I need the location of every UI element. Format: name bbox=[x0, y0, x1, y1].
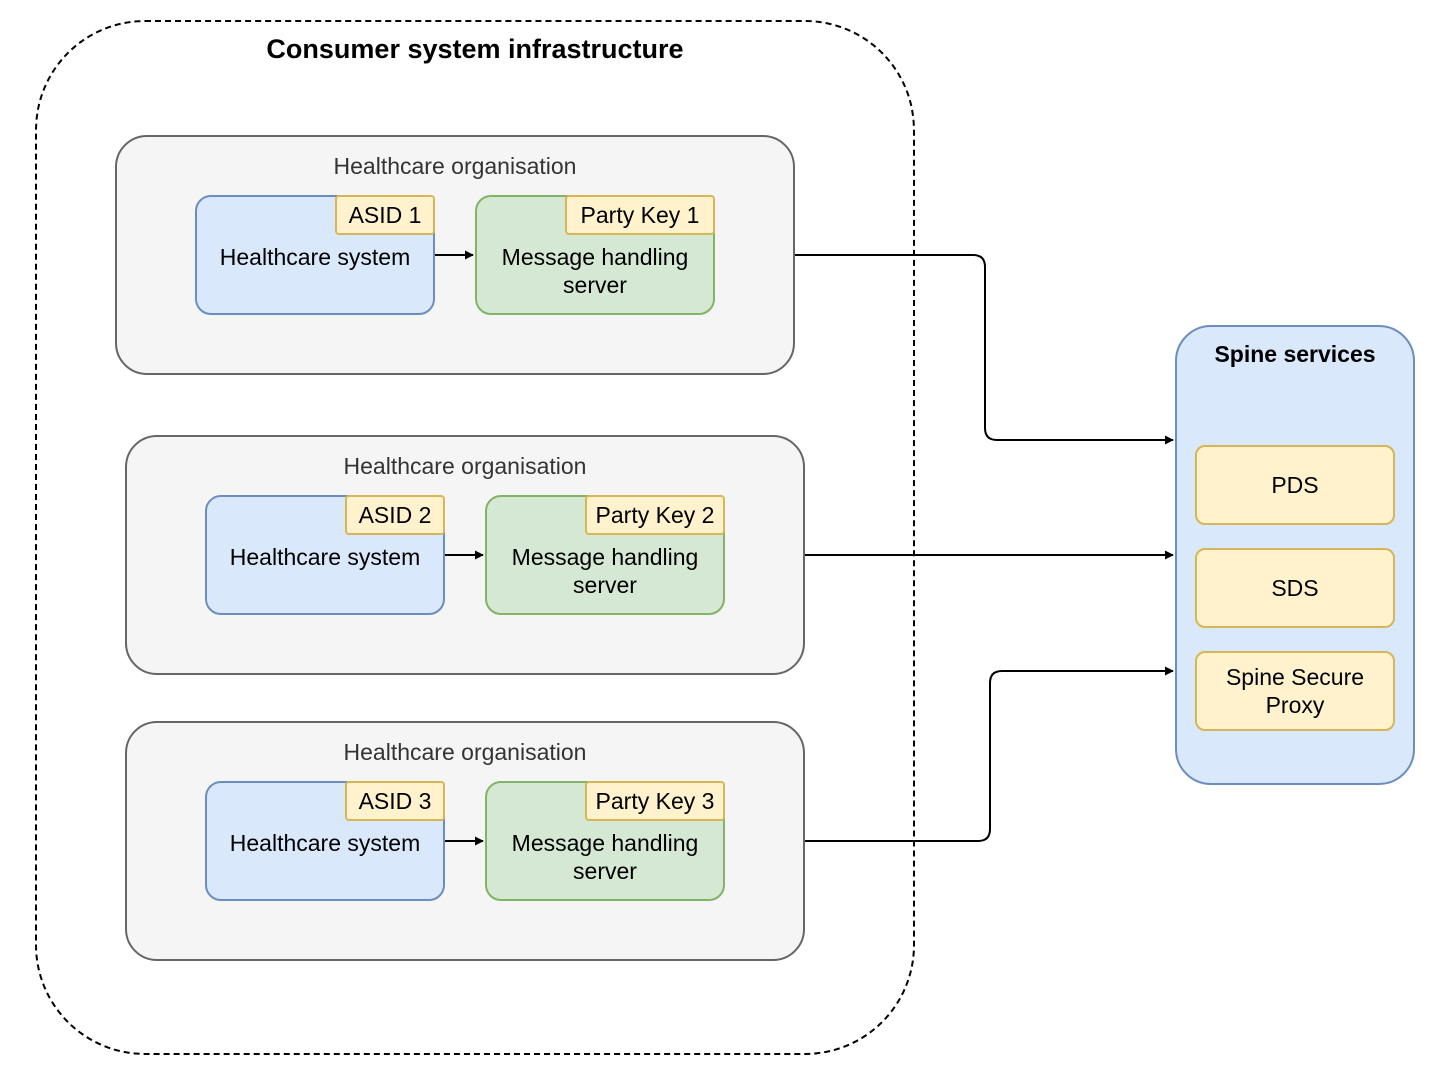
sds-service: SDS bbox=[1195, 548, 1395, 628]
server-label-line2: server bbox=[573, 572, 637, 598]
healthcare-system-label: Healthcare system bbox=[229, 544, 421, 570]
asid-tag-2: ASID 2 bbox=[345, 495, 445, 535]
spine-services-title: Spine services bbox=[1214, 341, 1376, 367]
asid-tag-1: ASID 1 bbox=[335, 195, 435, 235]
service-label-line1: SDS bbox=[1271, 575, 1319, 601]
message-handling-server-3: Message handling server bbox=[485, 781, 725, 901]
party-key-tag-2: Party Key 2 bbox=[585, 495, 725, 535]
spine-secure-proxy-service: Spine Secure Proxy bbox=[1195, 651, 1395, 731]
service-label-line1: Spine Secure bbox=[1225, 664, 1365, 690]
consumer-infrastructure-boundary bbox=[35, 20, 915, 1055]
party-key-tag-1: Party Key 1 bbox=[565, 195, 715, 235]
server-label-line1: Message handling bbox=[501, 244, 689, 270]
pds-service: PDS bbox=[1195, 445, 1395, 525]
party-key-tag-3: Party Key 3 bbox=[585, 781, 725, 821]
arrow-org3-to-spine bbox=[805, 666, 1174, 842]
arrow-org1-to-spine bbox=[795, 254, 1174, 445]
service-label-line1: PDS bbox=[1271, 472, 1319, 498]
healthcare-system-label: Healthcare system bbox=[229, 830, 421, 856]
organisation-title: Healthcare organisation bbox=[333, 153, 577, 179]
server-label-line1: Message handling bbox=[511, 544, 699, 570]
organisation-title: Healthcare organisation bbox=[343, 739, 587, 765]
asid-tag-3: ASID 3 bbox=[345, 781, 445, 821]
healthcare-system-label: Healthcare system bbox=[219, 244, 411, 270]
infrastructure-title: Consumer system infrastructure bbox=[266, 34, 684, 64]
service-label-line2: Proxy bbox=[1265, 692, 1325, 718]
organisation-title: Healthcare organisation bbox=[343, 453, 587, 479]
server-label-line1: Message handling bbox=[511, 830, 699, 856]
server-label-line2: server bbox=[573, 858, 637, 884]
server-label-line2: server bbox=[563, 272, 627, 298]
